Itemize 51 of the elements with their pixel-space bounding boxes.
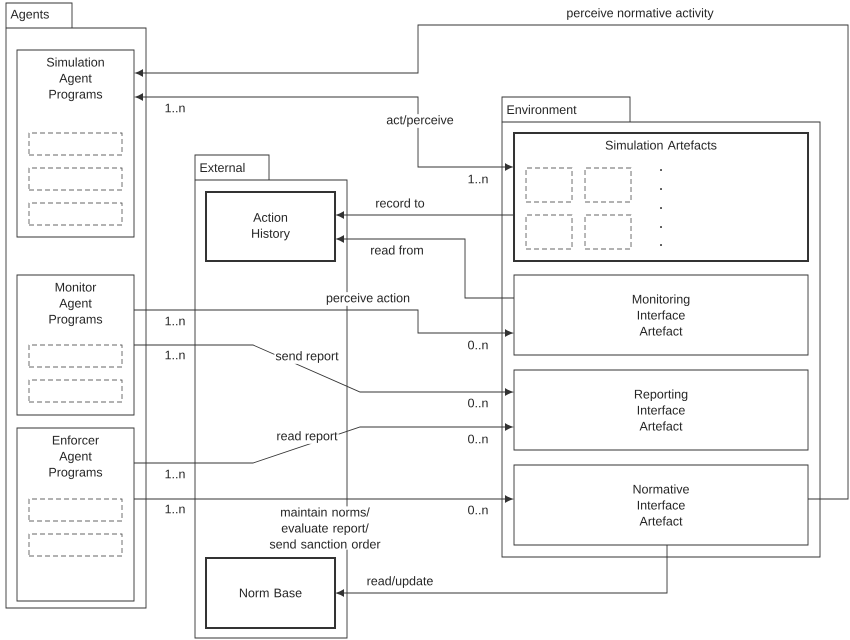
multiplicity-label: 0..n xyxy=(468,434,488,444)
placeholder-box xyxy=(526,168,572,202)
placeholder-box xyxy=(584,214,632,250)
edge-label: perceive normative activity xyxy=(565,7,715,21)
edge-label: read report xyxy=(275,430,339,444)
component-box: Normative Interface Artefact xyxy=(514,464,808,546)
arrow xyxy=(134,310,513,337)
arrow xyxy=(336,235,514,298)
component-box: Action History xyxy=(205,191,336,262)
multiplicity-label: 1..n xyxy=(166,470,185,478)
arrow xyxy=(134,423,513,464)
multiplicity-label: 0..n xyxy=(468,340,488,350)
multiplicity-label: 1..n xyxy=(468,174,488,184)
node-label: Agents xyxy=(10,10,49,22)
placeholder-box xyxy=(28,344,122,368)
placeholder-box xyxy=(584,168,632,202)
placeholder-box xyxy=(28,380,122,402)
edge-label: maintain norms/ evaluate report/ send sanction order xyxy=(262,506,388,550)
placeholder-box xyxy=(28,132,122,156)
arrow xyxy=(135,24,848,500)
edge-label: perceive action xyxy=(324,292,412,306)
edge-label: record to xyxy=(374,197,426,209)
multiplicity-label: 1..n xyxy=(166,350,185,360)
placeholder-box xyxy=(28,534,122,556)
component-box: Norm Base xyxy=(205,557,336,629)
arrow xyxy=(336,211,514,219)
arrow xyxy=(336,544,668,597)
arrow xyxy=(134,495,513,503)
multiplicity-label: 0..n xyxy=(468,506,488,514)
placeholder-box xyxy=(526,214,572,250)
edge-label: read/update xyxy=(366,575,434,589)
component-box: Monitor Agent Programs xyxy=(16,274,134,416)
component-box: Reporting Interface Artefact xyxy=(514,370,808,450)
edge-label: act/perceive xyxy=(385,114,455,128)
multiplicity-label: 0..n xyxy=(468,398,488,408)
multiplicity-label: 1..n xyxy=(166,504,185,514)
component-box: Monitoring Interface Artefact xyxy=(514,274,808,356)
placeholder-box xyxy=(28,202,122,226)
placeholder-box xyxy=(28,498,122,522)
multiplicity-label: 1..n xyxy=(166,104,185,112)
component-box: Simulation Agent Programs xyxy=(16,50,134,238)
node-label: External xyxy=(200,162,244,172)
arrow xyxy=(134,344,513,396)
edge-label: send report xyxy=(274,350,340,364)
node-label: Environment xyxy=(507,104,577,114)
component-box: Enforcer Agent Programs xyxy=(16,428,134,602)
arrow xyxy=(135,93,513,171)
component-box: Simulation Artefacts xyxy=(513,132,810,262)
placeholder-box xyxy=(28,168,122,190)
edge-label: read from xyxy=(369,244,425,256)
multiplicity-label: 1..n xyxy=(166,316,185,326)
